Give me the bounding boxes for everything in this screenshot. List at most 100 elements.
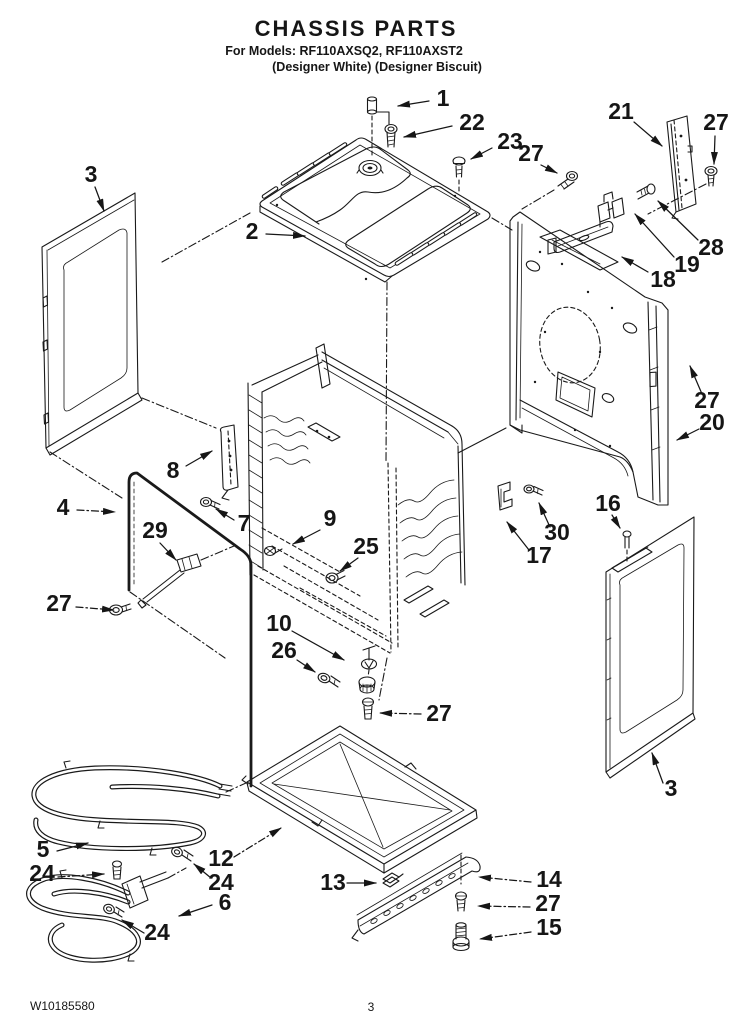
leader-arrow-2 [265,231,306,239]
leader-arrow-24 [121,919,145,934]
callout-label-3: 3 [665,775,678,801]
leader-arrow-17 [506,521,530,551]
callout-label-5: 5 [37,836,50,862]
part-5-bake-element [31,760,247,856]
leader-arrow-9 [292,529,321,545]
part-23-screw [452,156,466,194]
screw-27-center [361,697,375,720]
part-28-screw [636,183,656,200]
leader-arrow-19 [634,213,675,258]
leader-arrow-26 [296,659,316,673]
part-25-screw [325,569,346,584]
leader-arrow-27 [75,605,115,613]
screw-24-b [171,846,194,862]
screw-27-top-right [647,165,718,215]
part-20-rear-panel [509,211,669,506]
callout-label-27: 27 [535,890,561,916]
part-8-bracket [219,424,239,501]
leader-arrow-15 [479,931,532,941]
callout-label-23: 23 [497,128,523,154]
leader-arrow-5 [56,842,89,852]
leader-arrow-30 [538,502,551,528]
part-30-screw [523,484,544,496]
leader-arrow-24 [193,863,212,879]
screw-24-c [103,903,125,918]
screw-27-mid [521,170,579,210]
callout-label-27: 27 [46,590,72,616]
leader-arrow-1 [397,100,430,108]
part-6-broil-element [26,867,187,963]
screw-27-bottom [454,891,468,912]
callout-label-16: 16 [595,490,621,516]
part-22-screw [384,123,398,148]
callout-label-12: 12 [208,845,234,871]
callout-label-27: 27 [694,387,720,413]
leader-arrow-14 [478,874,532,883]
callout-label-26: 26 [271,637,297,663]
callout-label-22: 22 [459,109,485,135]
callout-label-27: 27 [426,700,452,726]
part-16-screw [622,530,632,564]
part-7-screw [199,496,221,510]
callout-label-21: 21 [608,98,634,124]
part-18-channel [547,220,614,255]
leader-arrow-10 [291,630,345,661]
part-21-bracket [666,115,697,220]
callout-label-15: 15 [536,914,562,940]
callout-label-25: 25 [353,533,379,559]
page-number: 3 [367,1000,375,1014]
document-number: W10185580 [30,999,95,1013]
leader-arrow-27 [477,902,531,910]
callout-label-1: 1 [437,85,450,111]
part-13-clip [382,872,404,888]
callout-label-24: 24 [208,869,234,895]
leader-arrow-25 [339,557,359,572]
callout-label-10: 10 [266,610,292,636]
leader-arrow-3 [651,752,664,784]
leader-arrow-3 [94,186,105,212]
callout-label-14: 14 [536,866,562,892]
part-3-left-panel [41,192,217,499]
callout-label-3: 3 [85,161,98,187]
callout-label-20: 20 [699,409,725,435]
leader-arrow-16 [610,514,621,529]
callout-label-27: 27 [703,109,729,135]
callout-label-8: 8 [167,457,180,483]
part-10-support [358,645,378,694]
callout-label-28: 28 [698,234,724,260]
leader-arrow-18 [621,256,649,273]
callout-label-17: 17 [526,542,552,568]
callout-label-7: 7 [238,510,251,536]
oven-cavity-wrapper [247,343,507,701]
leader-arrow-27 [540,164,558,174]
part-17-bracket [497,481,513,511]
leader-arrow-22 [403,125,453,138]
leader-arrow-27 [710,135,718,165]
part-12-bottom-panel [241,725,478,874]
part-3-right-panel [605,516,696,779]
screw-27-left-mid [108,603,132,616]
leader-arrow-4 [76,507,116,515]
callout-label-30: 30 [544,519,570,545]
colors-line: (Designer White) (Designer Biscuit) [272,60,482,74]
leader-arrow-7 [215,508,235,521]
part-29-sensor [137,545,235,609]
part-19-bracket [597,191,625,228]
part-14-rail [351,852,481,942]
leader-arrow-28 [657,200,699,241]
callout-label-24: 24 [29,860,55,886]
cooktop-vent-slots [261,142,478,266]
leader-arrow-27 [689,365,703,395]
part-4-front-frame [127,471,253,788]
callout-label-2: 2 [246,218,259,244]
leader-arrow-12 [233,827,282,858]
part-26-screw [317,672,341,688]
leader-arrow-21 [633,121,663,147]
insulation-hatch [261,527,387,637]
callout-label-13: 13 [320,869,346,895]
leader-arrow-20 [676,428,700,441]
page-title: CHASSIS PARTS [254,16,458,41]
callout-label-6: 6 [219,889,232,915]
